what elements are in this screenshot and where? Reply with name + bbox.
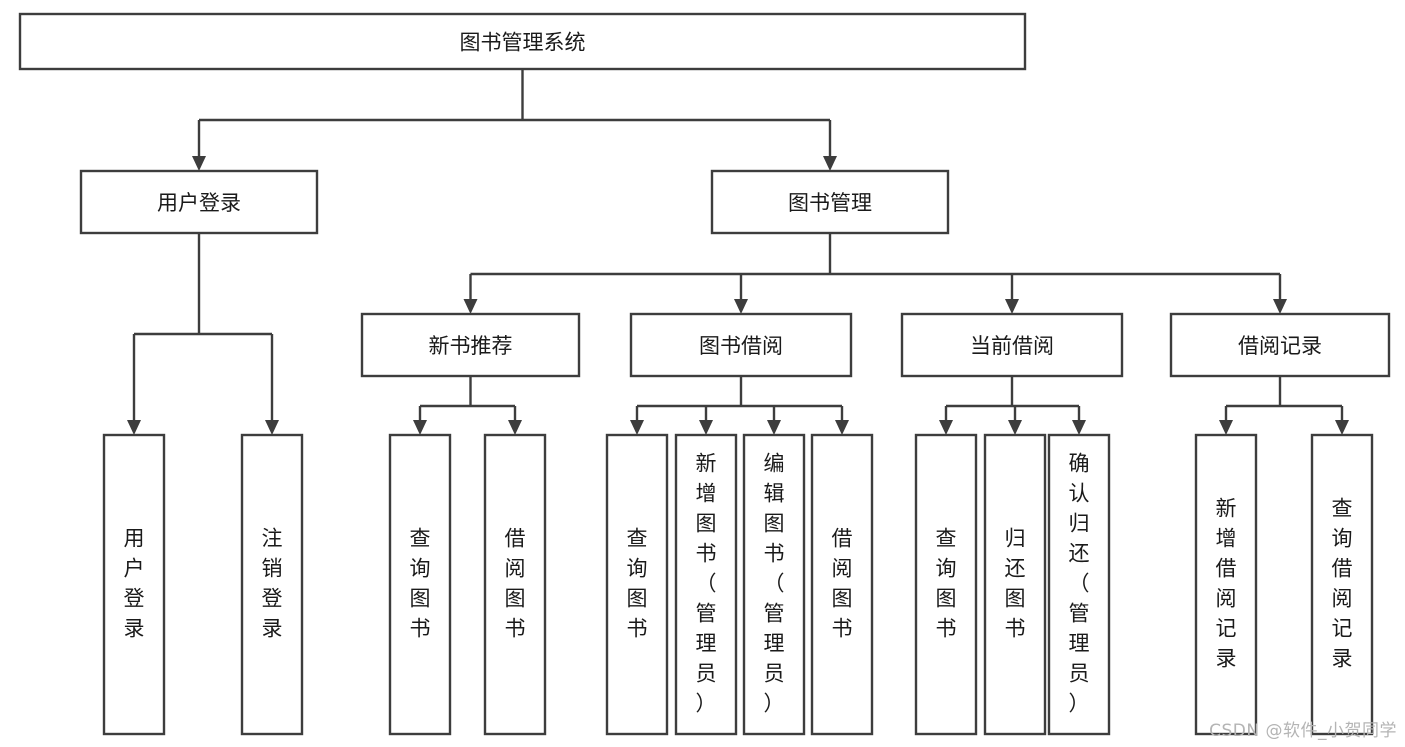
- node-box-record[interactable]: [1169, 312, 1391, 378]
- connector-group-current: [939, 376, 1086, 435]
- node-box-leaf-newbook-borrow[interactable]: [483, 433, 547, 736]
- arrowhead-leaf-current-return: [1008, 420, 1022, 435]
- node-borrow[interactable]: 图书借阅: [629, 312, 853, 378]
- arrowhead-login: [192, 156, 206, 171]
- arrowhead-borrow: [734, 299, 748, 314]
- node-label-leaf-borrow-lend: 借阅图书: [832, 527, 853, 641]
- arrowhead-leaf-newbook-query: [413, 420, 427, 435]
- node-leaf-newbook-query[interactable]: 查询图书: [388, 433, 452, 736]
- node-label-record: 借阅记录: [1238, 334, 1322, 358]
- node-label-leaf-user-login: 用户登录: [124, 527, 145, 641]
- connector-group-bookmgmt: [463, 233, 1287, 314]
- node-box-leaf-current-query[interactable]: [914, 433, 978, 736]
- node-label-current: 当前借阅: [970, 334, 1054, 358]
- node-leaf-borrow-lend[interactable]: 借阅图书: [810, 433, 874, 736]
- node-boxes-group: 图书管理系统用户登录图书管理新书推荐图书借阅当前借阅借阅记录用户登录注销登录查询…: [18, 12, 1391, 736]
- node-box-leaf-user-logout[interactable]: [240, 433, 304, 736]
- node-newbook[interactable]: 新书推荐: [360, 312, 581, 378]
- node-box-leaf-current-return[interactable]: [983, 433, 1047, 736]
- arrowhead-leaf-user-logout: [265, 420, 279, 435]
- node-leaf-record-query[interactable]: 查询借阅记录: [1310, 433, 1374, 736]
- node-box-login[interactable]: [79, 169, 319, 235]
- node-box-root[interactable]: [18, 12, 1027, 71]
- node-label-leaf-borrow-query: 查询图书: [627, 527, 648, 641]
- arrowhead-leaf-record-query: [1335, 420, 1349, 435]
- connector-lines-group: [127, 69, 1349, 435]
- node-box-bookmgmt[interactable]: [710, 169, 950, 235]
- connector-group-login: [127, 233, 279, 435]
- node-box-current[interactable]: [900, 312, 1124, 378]
- node-box-leaf-newbook-query[interactable]: [388, 433, 452, 736]
- node-leaf-user-login[interactable]: 用户登录: [102, 433, 166, 736]
- node-leaf-borrow-query[interactable]: 查询图书: [605, 433, 669, 736]
- node-leaf-user-logout[interactable]: 注销登录: [240, 433, 304, 736]
- node-label-newbook: 新书推荐: [429, 334, 513, 358]
- arrowhead-leaf-borrow-lend: [835, 420, 849, 435]
- arrowhead-leaf-newbook-borrow: [508, 420, 522, 435]
- node-current[interactable]: 当前借阅: [900, 312, 1124, 378]
- node-box-leaf-current-confirm[interactable]: [1047, 433, 1111, 736]
- node-label-leaf-borrow-edit: 编辑图书（管理员）: [764, 452, 785, 716]
- node-box-leaf-user-login[interactable]: [102, 433, 166, 736]
- arrowhead-record: [1273, 299, 1287, 314]
- node-leaf-current-confirm[interactable]: 确认归还（管理员）: [1047, 433, 1111, 736]
- node-label-leaf-newbook-query: 查询图书: [410, 527, 431, 641]
- node-leaf-newbook-borrow[interactable]: 借阅图书: [483, 433, 547, 736]
- node-login[interactable]: 用户登录: [79, 169, 319, 235]
- node-label-borrow: 图书借阅: [699, 334, 783, 358]
- node-box-leaf-borrow-lend[interactable]: [810, 433, 874, 736]
- node-label-leaf-user-logout: 注销登录: [262, 527, 283, 641]
- node-box-leaf-borrow-add[interactable]: [674, 433, 738, 736]
- node-bookmgmt[interactable]: 图书管理: [710, 169, 950, 235]
- node-leaf-record-add[interactable]: 新增借阅记录: [1194, 433, 1258, 736]
- node-label-leaf-current-return: 归还图书: [1005, 527, 1026, 641]
- connector-group-borrow: [630, 376, 849, 435]
- node-leaf-current-query[interactable]: 查询图书: [914, 433, 978, 736]
- node-label-login: 用户登录: [157, 191, 241, 215]
- arrowhead-bookmgmt: [823, 156, 837, 171]
- node-box-newbook[interactable]: [360, 312, 581, 378]
- node-leaf-borrow-add[interactable]: 新增图书（管理员）: [674, 433, 738, 736]
- arrowhead-leaf-borrow-add: [699, 420, 713, 435]
- connector-group-newbook: [413, 376, 522, 435]
- node-leaf-borrow-edit[interactable]: 编辑图书（管理员）: [742, 433, 806, 736]
- arrowhead-leaf-record-add: [1219, 420, 1233, 435]
- node-root[interactable]: 图书管理系统: [18, 12, 1027, 71]
- arrowhead-current: [1005, 299, 1019, 314]
- node-label-leaf-current-confirm: 确认归还（管理员）: [1069, 452, 1090, 716]
- connector-group-record: [1219, 376, 1349, 435]
- connector-group-root: [192, 69, 837, 171]
- node-box-leaf-record-query[interactable]: [1310, 433, 1374, 736]
- node-label-leaf-borrow-add: 新增图书（管理员）: [696, 452, 717, 716]
- node-label-leaf-newbook-borrow: 借阅图书: [505, 527, 526, 641]
- node-label-bookmgmt: 图书管理: [788, 191, 872, 215]
- node-label-leaf-record-add: 新增借阅记录: [1216, 497, 1237, 671]
- node-leaf-current-return[interactable]: 归还图书: [983, 433, 1047, 736]
- node-label-root: 图书管理系统: [460, 31, 586, 55]
- node-box-leaf-record-add[interactable]: [1194, 433, 1258, 736]
- arrowhead-leaf-borrow-query: [630, 420, 644, 435]
- node-label-leaf-record-query: 查询借阅记录: [1332, 497, 1353, 671]
- node-box-leaf-borrow-query[interactable]: [605, 433, 669, 736]
- arrowhead-leaf-user-login: [127, 420, 141, 435]
- arrowhead-newbook: [463, 299, 478, 314]
- arrowhead-leaf-current-query: [939, 420, 953, 435]
- arrowhead-leaf-borrow-edit: [767, 420, 781, 435]
- node-record[interactable]: 借阅记录: [1169, 312, 1391, 378]
- arrowhead-leaf-current-confirm: [1072, 420, 1086, 435]
- node-box-borrow[interactable]: [629, 312, 853, 378]
- node-label-leaf-current-query: 查询图书: [936, 527, 957, 641]
- node-box-leaf-borrow-edit[interactable]: [742, 433, 806, 736]
